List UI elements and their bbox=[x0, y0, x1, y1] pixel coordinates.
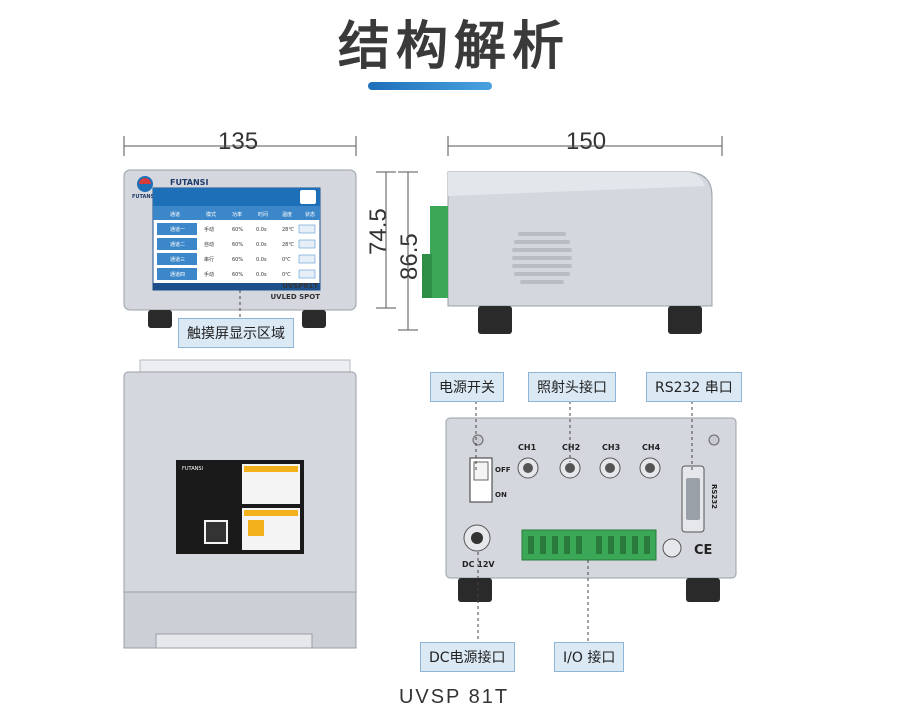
svg-text:时间: 时间 bbox=[258, 211, 268, 218]
svg-text:CH2: CH2 bbox=[562, 443, 580, 452]
front-model-line1: UVSP81T bbox=[282, 282, 318, 290]
callout-touch-screen: 触摸屏显示区域 bbox=[178, 318, 294, 348]
svg-text:通道三: 通道三 bbox=[170, 256, 185, 263]
callout-irradiation-port: 照射头接口 bbox=[528, 372, 616, 402]
svg-text:ON: ON bbox=[495, 491, 507, 499]
svg-text:OFF: OFF bbox=[495, 466, 511, 474]
svg-text:CE: CE bbox=[694, 543, 712, 558]
svg-text:通道二: 通道二 bbox=[170, 241, 185, 248]
svg-text:FUTANSI: FUTANSI bbox=[182, 466, 203, 472]
svg-text:状态: 状态 bbox=[305, 211, 315, 218]
svg-text:DC 12V: DC 12V bbox=[462, 560, 495, 569]
dimension-lines bbox=[123, 136, 723, 331]
svg-text:0.0s: 0.0s bbox=[256, 272, 267, 278]
callout-io-port: I/O 接口 bbox=[554, 642, 625, 672]
svg-text:0℃: 0℃ bbox=[282, 272, 291, 278]
model-name: UVSP 81T bbox=[398, 686, 510, 708]
svg-text:60%: 60% bbox=[232, 272, 243, 278]
svg-text:0.0s: 0.0s bbox=[256, 227, 267, 233]
svg-text:60%: 60% bbox=[232, 227, 243, 233]
leader-lines bbox=[239, 290, 693, 642]
front-model-line2: UVLED SPOT bbox=[271, 293, 321, 301]
svg-text:CH1: CH1 bbox=[518, 443, 537, 452]
svg-text:通道一: 通道一 bbox=[170, 226, 185, 233]
svg-text:通道: 通道 bbox=[170, 211, 180, 218]
top-view: FUTANSI bbox=[123, 359, 357, 649]
svg-text:0.0s: 0.0s bbox=[256, 242, 267, 248]
title-underline bbox=[368, 82, 492, 90]
page-title: 结构解析 bbox=[337, 17, 570, 77]
svg-text:通道四: 通道四 bbox=[170, 271, 185, 278]
svg-text:CH3: CH3 bbox=[602, 443, 620, 452]
front-brand-small: FUTANSI bbox=[132, 194, 156, 200]
callout-dc-port: DC电源接口 bbox=[420, 642, 515, 672]
svg-text:手动: 手动 bbox=[204, 271, 214, 278]
side-view bbox=[422, 171, 713, 334]
svg-text:60%: 60% bbox=[232, 242, 243, 248]
svg-text:串行: 串行 bbox=[204, 256, 214, 263]
svg-text:RS232: RS232 bbox=[710, 484, 718, 509]
svg-text:温度: 温度 bbox=[282, 211, 292, 218]
svg-text:0℃: 0℃ bbox=[282, 257, 291, 263]
svg-text:28℃: 28℃ bbox=[282, 227, 294, 233]
callout-power-switch: 电源开关 bbox=[430, 372, 504, 402]
svg-text:功率: 功率 bbox=[232, 211, 242, 218]
front-brand: FUTANSI bbox=[170, 178, 208, 187]
dimension-front-width: 135 bbox=[218, 128, 259, 155]
svg-text:60%: 60% bbox=[232, 257, 243, 263]
svg-text:28℃: 28℃ bbox=[282, 242, 294, 248]
rear-view: OFF ON CH1 CH2 CH3 CH4 RS232 DC 12V CE bbox=[445, 417, 737, 602]
svg-text:自动: 自动 bbox=[204, 241, 214, 248]
svg-text:模式: 模式 bbox=[206, 211, 216, 218]
svg-text:0.0s: 0.0s bbox=[256, 257, 267, 263]
dimension-side-width: 150 bbox=[566, 128, 607, 155]
callout-rs232-port: RS232 串口 bbox=[646, 372, 742, 402]
svg-text:手动: 手动 bbox=[204, 226, 214, 233]
front-view: FUTANSI FUTANSI 通道 模式 功率 时间 温度 状态 通道一 手动 60% 0… bbox=[123, 169, 357, 328]
svg-text:CH4: CH4 bbox=[642, 443, 661, 452]
